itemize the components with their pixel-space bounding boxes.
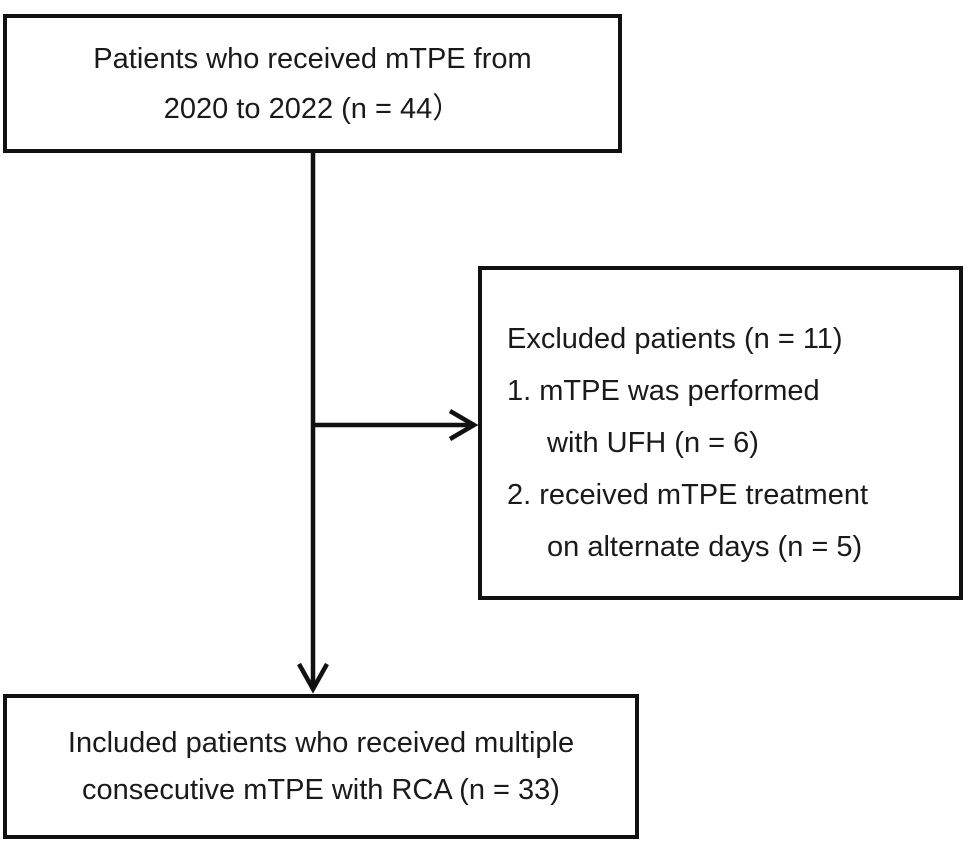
- included-patients-box: Included patients who received multiple …: [3, 694, 639, 839]
- source-box-line: 2020 to 2022 (n = 44）: [163, 92, 462, 125]
- down-arrow: [297, 152, 329, 694]
- excluded-box-title: Excluded patients (n = 11): [507, 323, 843, 355]
- excluded-patients-box: Excluded patients (n = 11) 1. mTPE was p…: [478, 266, 963, 600]
- included-box-line: consecutive mTPE with RCA (n = 33): [82, 773, 560, 806]
- source-box-line: Patients who received mTPE from: [93, 42, 532, 75]
- excluded-reason-1: 1. mTPE was performed: [507, 375, 820, 407]
- down-arrowhead-icon: [297, 662, 329, 694]
- right-arrowhead-icon: [448, 409, 479, 441]
- included-box-line: Included patients who received multiple: [67, 726, 575, 759]
- source-population-box: Patients who received mTPE from 2020 to …: [3, 14, 622, 153]
- excluded-reason-1-continued: with UFH (n = 6): [547, 427, 759, 459]
- excluded-reason-2: 2. received mTPE treatment: [507, 479, 869, 511]
- excluded-reason-2-continued: on alternate days (n = 5): [547, 531, 863, 563]
- right-arrow: [313, 409, 479, 441]
